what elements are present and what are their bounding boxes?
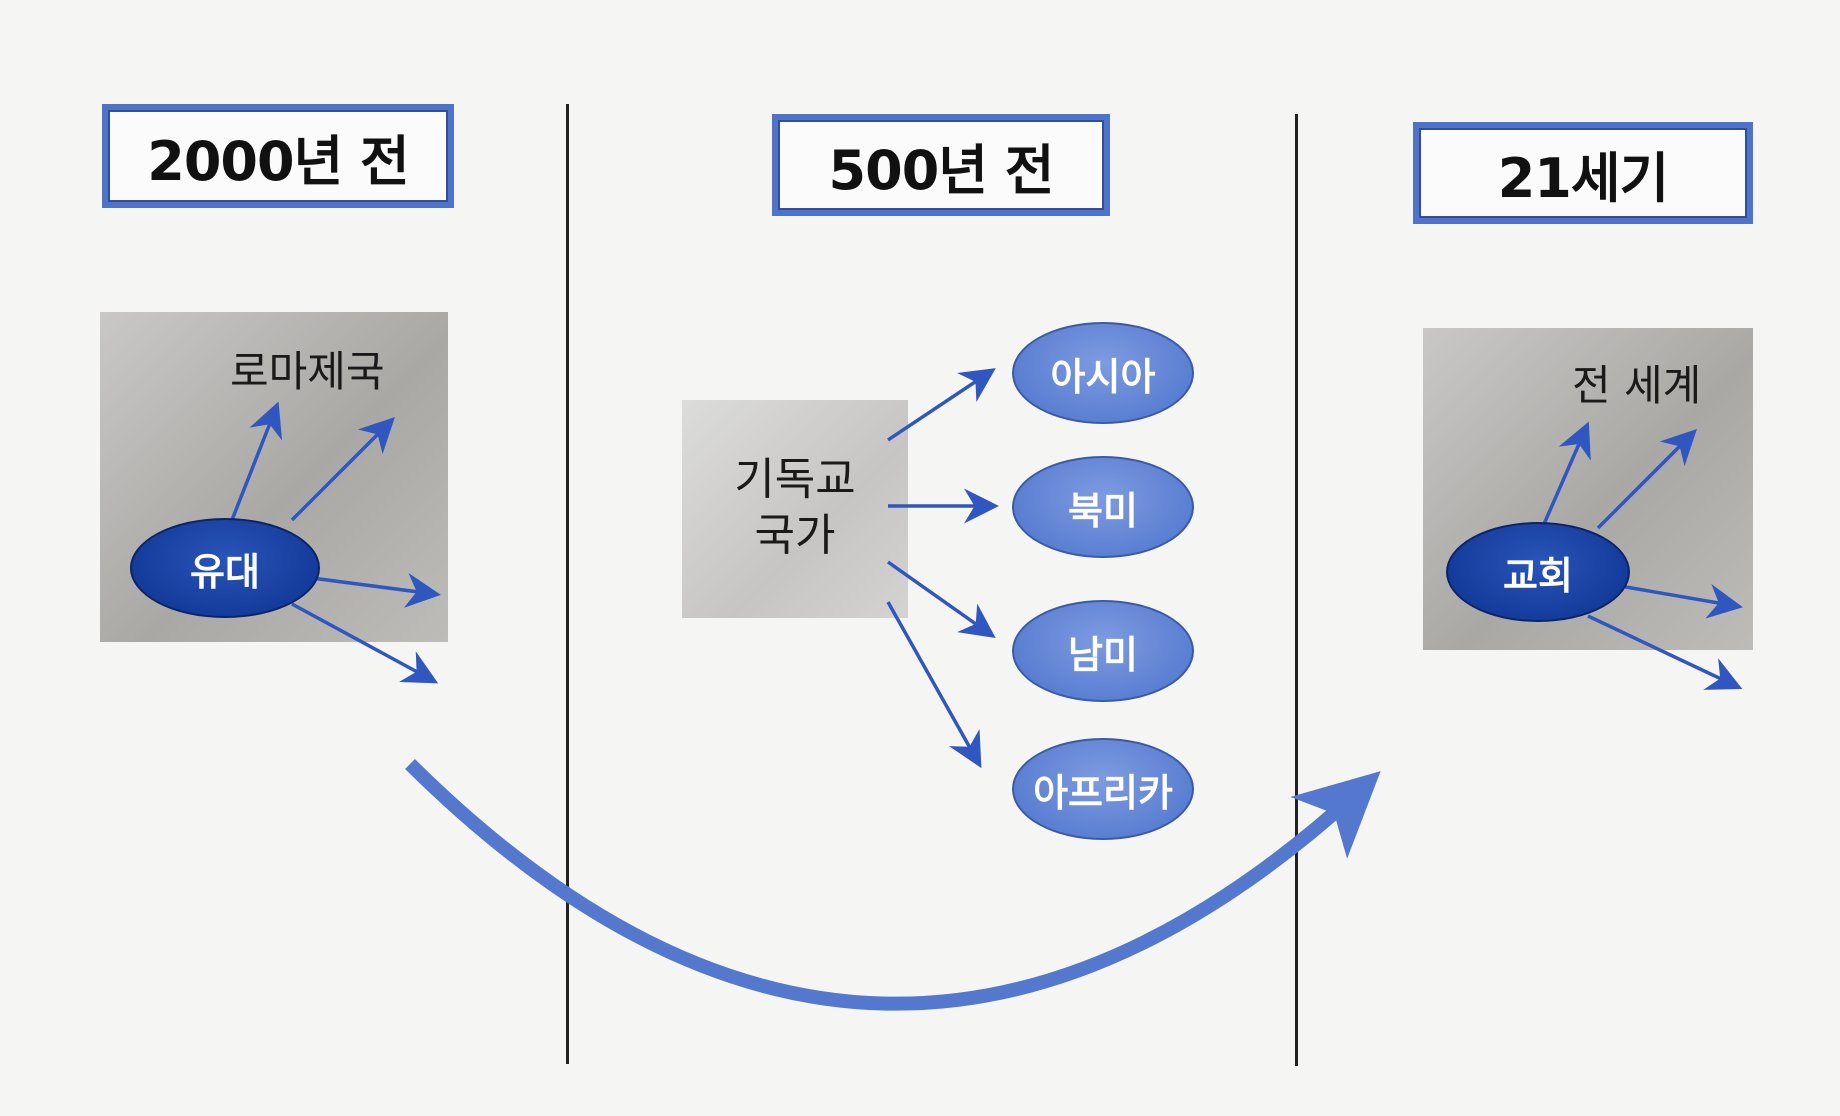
label-christian-nations-line2: 국가	[754, 510, 836, 561]
label-roman-empire: 로마제국	[230, 347, 385, 396]
arrow-to-asia	[887, 368, 996, 442]
arrow-church-down-right	[1587, 614, 1743, 690]
panel-christian-nations	[682, 400, 908, 618]
arrow-to-south-america	[886, 560, 996, 639]
oval-south-america: 남미	[1012, 600, 1194, 702]
arrows-from-judea	[230, 401, 441, 684]
arrow-church-up	[1542, 421, 1591, 525]
period-header-500-years-ago: 500년 전	[772, 114, 1110, 216]
timeline-curve-arrow	[405, 759, 1381, 1011]
arrow-judea-down-right	[291, 602, 439, 684]
label-whole-world: 전 세계	[1572, 361, 1702, 410]
arrow-judea-up-right	[290, 417, 395, 522]
arrow-church-up-right	[1596, 429, 1697, 530]
arrow-to-africa	[886, 601, 982, 769]
arrow-judea-up	[230, 401, 283, 521]
period-header-2000-years-ago: 2000년 전	[102, 104, 454, 208]
arrow-judea-right	[311, 573, 441, 608]
arrows-from-church	[1542, 421, 1743, 690]
oval-africa: 아프리카	[1012, 738, 1194, 840]
period-header-21st-century: 21세기	[1413, 122, 1753, 224]
oval-north-america: 북미	[1012, 456, 1194, 558]
label-christian-nations-line1: 기독교	[734, 454, 856, 505]
label-christian-nations: 기독교 국가	[700, 452, 890, 564]
arrow-church-right	[1619, 583, 1743, 619]
divider-right	[1295, 114, 1298, 1066]
oval-asia: 아시아	[1012, 322, 1194, 424]
divider-left	[566, 104, 569, 1064]
oval-judea: 유대	[130, 518, 320, 618]
oval-church: 교회	[1446, 522, 1630, 622]
arrows-from-christian-nations	[886, 368, 999, 769]
